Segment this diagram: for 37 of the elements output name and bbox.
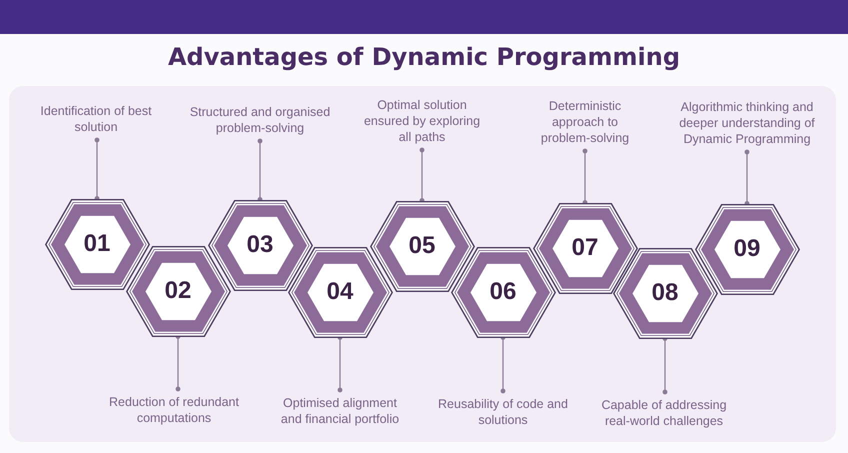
step-number: 02 — [164, 278, 192, 304]
step-number: 06 — [490, 279, 516, 305]
step-number: 07 — [572, 235, 598, 261]
hexagon-frame — [694, 204, 800, 294]
advantage-text: Deterministic approach to problem-solving — [532, 98, 638, 146]
step-number: 01 — [84, 231, 110, 257]
leader-line — [420, 148, 424, 203]
advantage-text: Optimal solution ensured by exploring all paths — [360, 97, 484, 145]
step-number: 09 — [734, 236, 760, 262]
hexagon-frame — [612, 248, 718, 338]
advantage-text: Reduction of redundant computations — [102, 394, 246, 426]
advantage-text: Structured and organised problem-solving — [185, 104, 335, 136]
hexagon-frame — [450, 246, 556, 338]
title: Advantages of Dynamic Programming — [168, 42, 680, 72]
step-number: 05 — [408, 233, 436, 259]
leader-line — [662, 336, 668, 394]
leader-line — [338, 335, 342, 392]
advantage-text: Identification of best solution — [31, 103, 161, 135]
leader-line — [258, 138, 262, 202]
step-number: 04 — [326, 279, 354, 305]
hexagon-frame — [532, 202, 638, 294]
step-number: 08 — [652, 280, 678, 306]
leader-line — [94, 138, 100, 201]
leader-line — [500, 335, 506, 394]
advantage-text: Capable of addressing real-world challenges — [594, 397, 734, 429]
advantage-text: Algorithmic thinking and deeper understanding of Dynamic Programming — [672, 99, 822, 147]
hexagon-frame — [288, 246, 392, 338]
hexagon-frame — [44, 198, 150, 290]
advantage-text: Reusability of code and solutions — [430, 396, 576, 428]
hexagon-frame — [126, 246, 230, 336]
hexagon-frame — [208, 200, 312, 290]
advantage-text: Optimised alignment and financial portfolio — [278, 395, 402, 427]
step-number: 03 — [246, 232, 274, 258]
leader-line — [582, 148, 588, 205]
hexagon-frame — [370, 200, 474, 292]
leader-line — [176, 334, 180, 392]
leader-line — [744, 150, 750, 206]
